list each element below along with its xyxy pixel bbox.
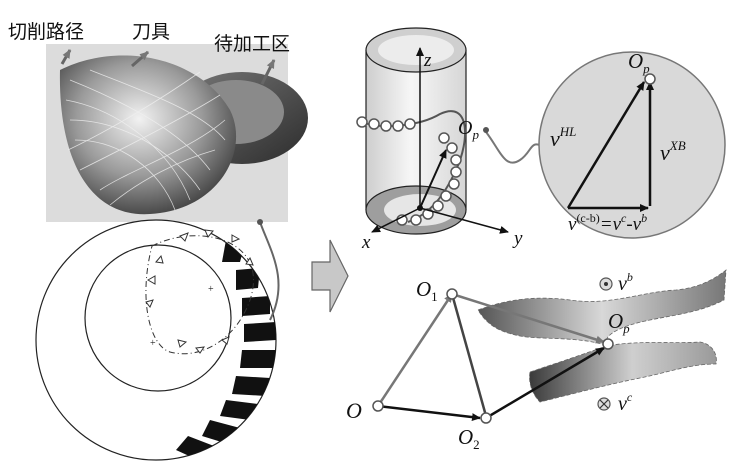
point-O1 [446,288,458,300]
ring-diagram: + + [35,219,280,461]
vector-O2-Op [485,346,605,420]
point-O2-label: O2 [458,425,480,452]
inner-circle [84,244,232,392]
point-O1-label: O1 [416,277,438,304]
point-Op-surface-label: Op [608,309,630,336]
cylinder-panel [356,27,543,235]
work-zone-arrow [260,59,276,85]
point-Op-circle [644,73,656,85]
edge-O1-O2 [450,293,488,417]
surfaces-panel [372,269,727,424]
vc-label: vc [618,390,633,415]
point-Op-surface [602,338,614,350]
vector-O-O1 [376,293,454,407]
cutter-arrow [131,50,149,68]
point-O [372,400,384,412]
vHL-label: vHL [550,124,576,151]
velocity-circle [538,51,726,239]
path-triangles [145,229,254,354]
point-Op-circle-label: Op [628,49,650,76]
connector-dot [257,219,263,225]
point-O2 [480,412,492,424]
offset-mark: + [208,284,214,295]
point-Op-cylinder-label: Op [458,117,479,142]
point-O-label: O [346,398,362,423]
striped-band [176,240,276,460]
position-vector [419,149,447,209]
x-axis [371,207,421,233]
vector-vHL [566,81,646,209]
vb-label: vb [618,270,633,295]
velocity-equation: v(c-b)=vc-vb [568,211,647,235]
work-zone-label: 待加工区 [214,33,290,55]
tool-render-panel [46,44,308,222]
y-axis [419,207,509,234]
cutting-path-arrow [60,49,72,65]
center-mark: + [150,338,156,349]
connector-curve [259,221,280,321]
magnifier-connector [485,131,543,164]
y-axis-label: y [512,228,523,249]
vector-O1-Op [451,292,605,344]
upper-surface [477,269,727,347]
vector-O-O2 [377,404,481,422]
cylinder-body [366,50,466,234]
cutter-label: 刀具 [132,21,170,43]
x-axis-label: x [361,232,371,253]
magnify-circle [538,51,726,239]
transition-arrow [311,239,349,313]
cutting-path-lines [65,69,226,211]
z-axis-label: z [423,50,432,71]
tool-path [145,235,254,355]
cutting-path-label: 切削路径 [8,21,84,43]
vXB-label: vXB [660,138,686,165]
helix-beads [356,116,462,226]
